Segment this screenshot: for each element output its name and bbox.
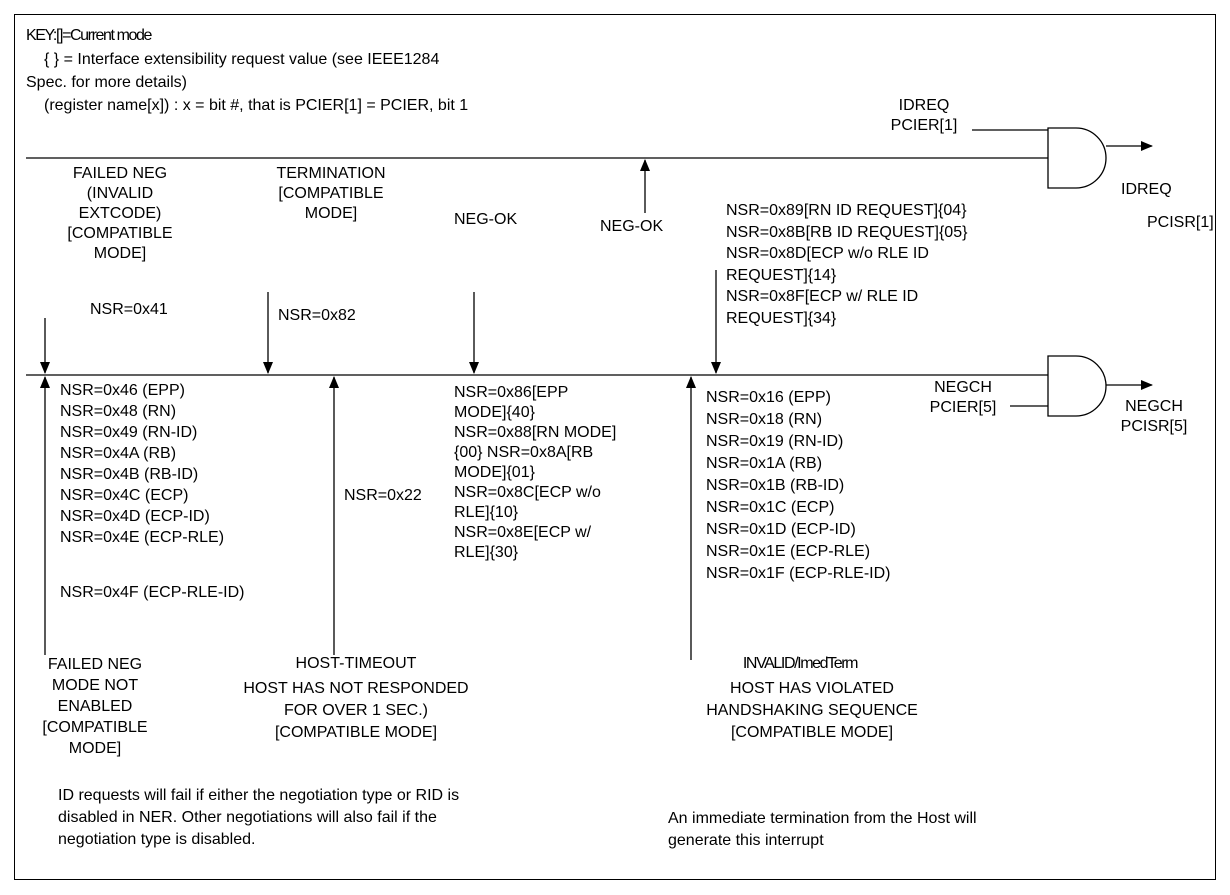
- key-extensibility: { } = Interface extensibility request va…: [44, 51, 440, 68]
- id-fail-note: ID requests will fail if either the nego…: [58, 787, 460, 848]
- key-current-mode: KEY:[]=Current mode: [26, 27, 152, 44]
- nsr-82-label: NSR=0x82: [278, 307, 356, 324]
- failed-neg-label: FAILED NEG (INVALID EXTCODE) [COMPATIBLE…: [67, 165, 173, 262]
- idreq-output-reg: PCISR[1]: [1147, 214, 1214, 231]
- nsr-4f-label: NSR=0x4F (ECP-RLE-ID): [60, 584, 245, 601]
- immediate-termination-note: An immediate termination from the Host w…: [668, 810, 977, 849]
- nsr-41-label: NSR=0x41: [90, 301, 168, 318]
- termination-label: TERMINATION [COMPATIBLE MODE]: [276, 165, 386, 222]
- neg-ok-label-2: NEG-OK: [600, 218, 664, 235]
- key-register: (register name[x]) : x = bit #, that is …: [44, 97, 469, 114]
- invalid-title: INVALID/ImedTerm: [742, 655, 859, 672]
- idreq-output-name: IDREQ: [1121, 181, 1172, 198]
- negch-output-label: NEGCH PCISR[5]: [1120, 398, 1188, 435]
- nsr-4x-list: NSR=0x46 (EPP) NSR=0x48 (RN) NSR=0x49 (R…: [60, 382, 225, 546]
- id-request-list: NSR=0x89[RN ID REQUEST]{04} NSR=0x8B[RB …: [726, 202, 968, 327]
- negch-and-gate: [1047, 355, 1107, 417]
- host-timeout-title: HOST-TIMEOUT: [295, 655, 417, 672]
- negch-input-label: NEGCH PCIER[5]: [929, 379, 997, 416]
- key-spec: Spec. for more details): [26, 74, 187, 91]
- neg-ok-label-1: NEG-OK: [454, 211, 518, 228]
- nsr-1x-list: NSR=0x16 (EPP) NSR=0x18 (RN) NSR=0x19 (R…: [706, 389, 891, 582]
- nsr-22-label: NSR=0x22: [344, 487, 422, 504]
- failed-neg-mode-label: FAILED NEG MODE NOT ENABLED [COMPATIBLE …: [42, 656, 148, 757]
- invalid-body: HOST HAS VIOLATED HANDSHAKING SEQUENCE […: [706, 680, 918, 741]
- idreq-input-label: IDREQ PCIER[1]: [890, 97, 958, 134]
- idreq-and-gate: [1047, 127, 1107, 189]
- nsr-8x-list: NSR=0x86[EPP MODE]{40} NSR=0x88[RN MODE]…: [454, 384, 617, 561]
- diagram-frame: [14, 14, 1216, 880]
- host-timeout-body: HOST HAS NOT RESPONDED FOR OVER 1 SEC.) …: [243, 680, 469, 741]
